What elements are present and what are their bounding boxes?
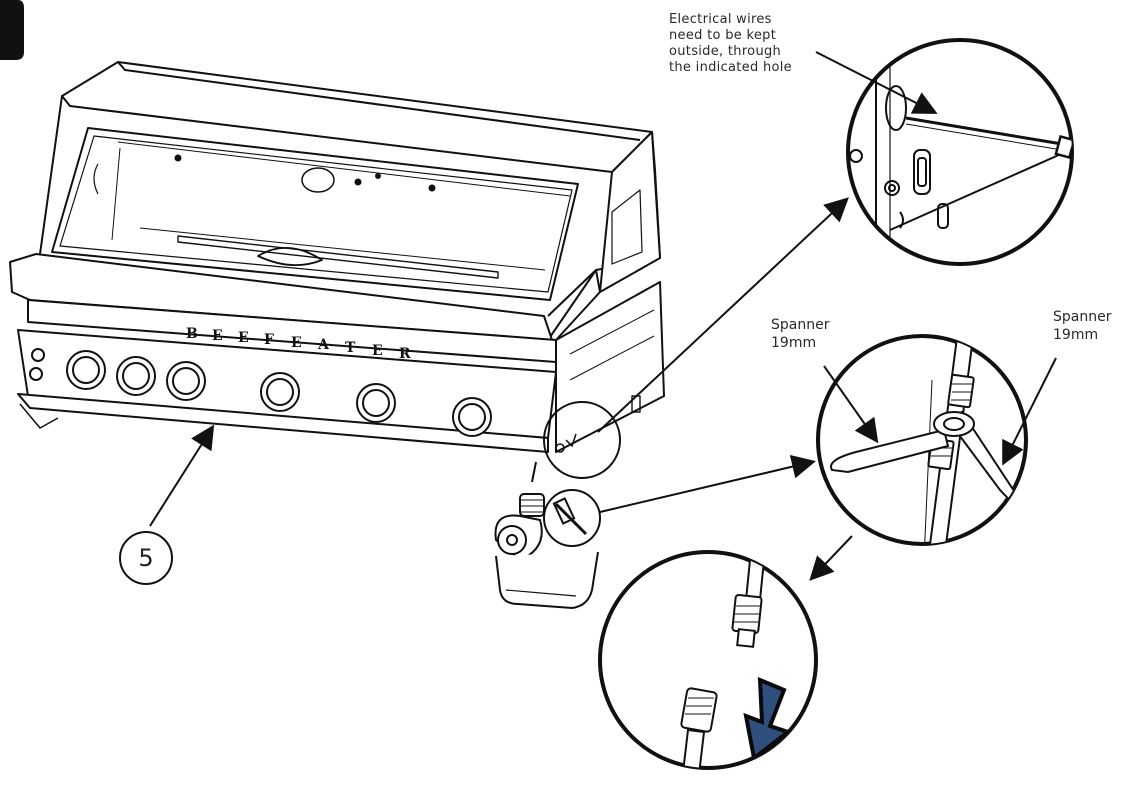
brand-letter: R bbox=[399, 346, 411, 362]
leader-spanner-right bbox=[1002, 357, 1057, 466]
burner-knob bbox=[116, 356, 156, 396]
hood-handle bbox=[177, 235, 499, 279]
leader-step-5 bbox=[149, 424, 215, 527]
spanner-label-right: Spanner 19mm bbox=[1053, 309, 1112, 343]
spanner-zoom bbox=[816, 334, 1028, 546]
burner-knob bbox=[356, 383, 396, 423]
brand-letter: E bbox=[212, 328, 223, 344]
brand-letter: E bbox=[372, 343, 383, 359]
control-knobs bbox=[29, 348, 492, 437]
bbq-unit bbox=[9, 61, 665, 453]
ignition-button bbox=[31, 348, 45, 362]
leader-to-bot-zoom bbox=[809, 535, 853, 581]
electrical-wires-note: Electrical wires need to be kept outside… bbox=[669, 12, 792, 75]
brand-lettering: B E E F E A T E R bbox=[186, 326, 411, 362]
leader-wire-note bbox=[815, 51, 938, 114]
light-button bbox=[29, 367, 43, 381]
gas-regulator bbox=[494, 461, 599, 610]
wire-hole-zoom bbox=[846, 38, 1074, 266]
disconnect-zoom bbox=[598, 550, 818, 770]
step-number-circle bbox=[119, 531, 173, 585]
spanner-left bbox=[830, 428, 950, 474]
burner-knob bbox=[66, 350, 106, 390]
brand-letter: B bbox=[186, 326, 198, 342]
brand-letter: F bbox=[264, 332, 274, 348]
brand-letter: E bbox=[238, 330, 249, 346]
step-badge-corner bbox=[0, 0, 24, 60]
gas-fitting-callout bbox=[543, 489, 601, 547]
burner-knob bbox=[260, 372, 300, 412]
leader-spanner-left bbox=[823, 365, 879, 444]
wire-hole-callout bbox=[543, 401, 621, 479]
burner-knob bbox=[166, 361, 206, 401]
step-number: 5 bbox=[138, 544, 154, 572]
spanner-label-left: Spanner 19mm bbox=[771, 317, 830, 351]
brand-letter: A bbox=[317, 337, 330, 353]
hood-window bbox=[51, 127, 579, 301]
brand-letter: E bbox=[291, 335, 302, 351]
leader-to-top-zoom bbox=[597, 197, 849, 433]
pull-direction-arrow bbox=[743, 676, 793, 762]
brand-letter: T bbox=[345, 340, 356, 356]
leader-to-mid-zoom bbox=[599, 454, 816, 513]
leader-arrows bbox=[149, 51, 1057, 581]
burner-knob bbox=[452, 397, 492, 437]
